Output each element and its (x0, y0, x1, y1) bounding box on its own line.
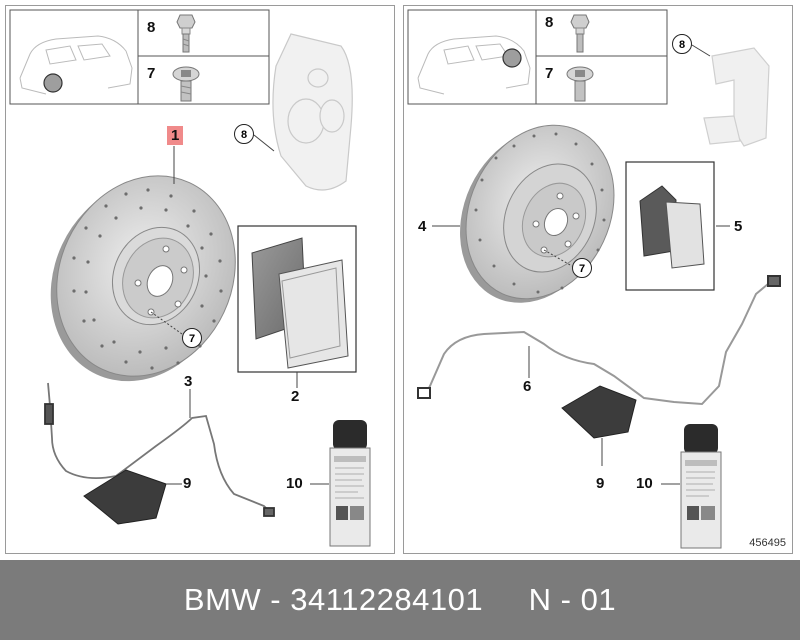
callout-7-disc-bolt: 7 (572, 258, 592, 278)
callout-8-bolt: 8 (147, 19, 156, 36)
callout-2-brake-pads: 2 (291, 388, 300, 405)
wear-sensor-illustration (417, 275, 781, 406)
callout-4-brake-disc[interactable]: 4 (418, 218, 427, 235)
spray-can-illustration (329, 420, 371, 547)
caliper-carrier-illustration (703, 47, 770, 147)
wheel-position-marker (502, 48, 522, 68)
wear-sensor-illustration (44, 382, 275, 517)
callout-3-wear-sensor: 3 (184, 373, 193, 390)
brake-caliper-illustration (272, 33, 353, 191)
callout-7-bolt: 7 (545, 65, 554, 82)
callout-9-grease: 9 (183, 475, 192, 492)
callout-5-brake-pads: 5 (734, 218, 743, 235)
callout-8-caliper: 8 (234, 124, 254, 144)
grease-packet-illustration (561, 385, 637, 439)
right-panel-artwork (407, 9, 781, 549)
document-number: 456495 (749, 537, 786, 549)
left-diagram-panel: 8 7 1 8 7 2 3 9 10 (5, 5, 395, 554)
callout-8-bolt: 8 (545, 14, 554, 31)
footer-part-number-text: BMW - 34112284101 N - 01 (183, 582, 617, 617)
brake-pads-box (625, 161, 715, 291)
countersunk-bolt-icon (566, 66, 594, 102)
callout-1-brake-disc[interactable]: 1 (167, 126, 184, 145)
spray-can-illustration (680, 424, 722, 549)
car-outline-icon (19, 35, 133, 95)
grease-packet-illustration (83, 469, 167, 525)
brake-disc-illustration (50, 175, 236, 382)
bolt-icon (176, 14, 196, 53)
countersunk-bolt-icon (172, 66, 200, 102)
left-panel-artwork (9, 9, 371, 547)
vehicle-position-box (9, 9, 270, 105)
callout-10-spray: 10 (286, 475, 303, 492)
brake-pads-box (237, 225, 357, 373)
callout-6-wear-sensor: 6 (523, 378, 532, 395)
callout-8-carrier: 8 (672, 34, 692, 54)
part-number-footer: BMW - 34112284101 N - 01 (0, 560, 800, 640)
callout-7-disc-bolt: 7 (182, 328, 202, 348)
callout-9-grease: 9 (596, 475, 605, 492)
right-diagram-panel: 8 7 8 4 7 5 6 9 10 456495 (403, 5, 793, 554)
callout-7-bolt: 7 (147, 65, 156, 82)
vehicle-position-box (407, 9, 668, 105)
wheel-position-marker (43, 73, 63, 93)
callout-10-spray: 10 (636, 475, 653, 492)
brake-disc-illustration (460, 124, 615, 303)
bolt-icon (570, 14, 590, 53)
